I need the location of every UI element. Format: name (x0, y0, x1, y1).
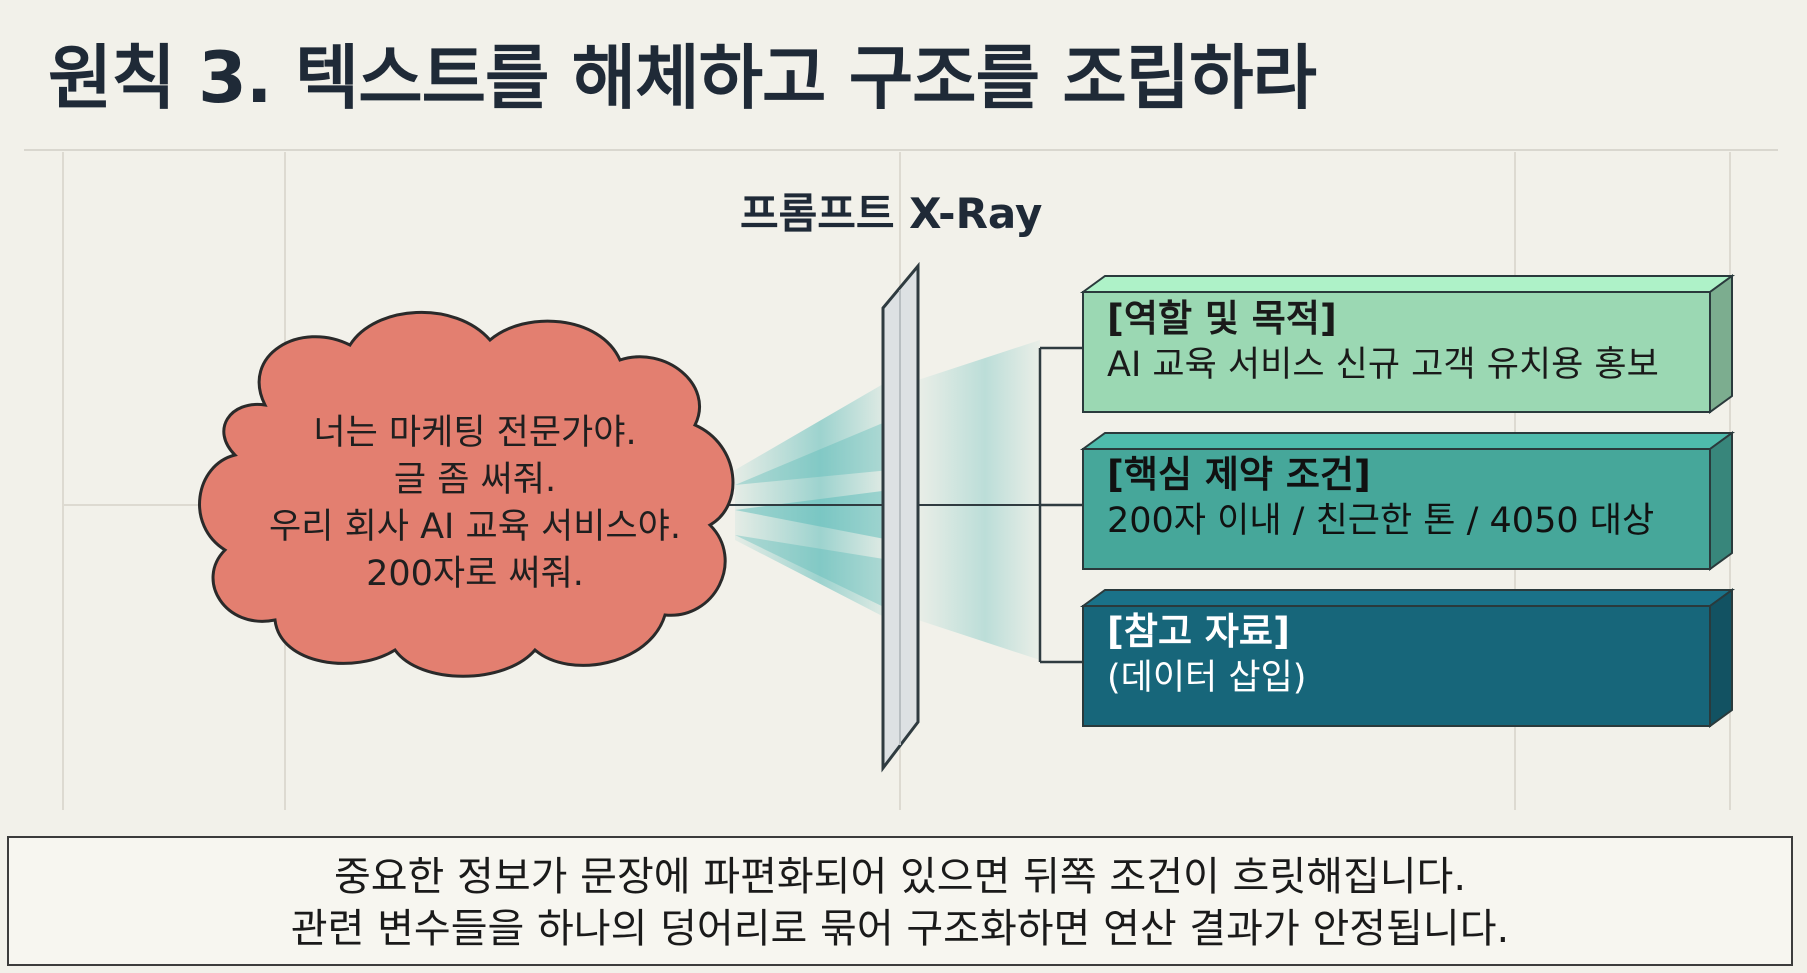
scan-beam (720, 340, 1083, 660)
slide-title: 원칙 3. 텍스트를 해체하고 구조를 조립하라 (48, 37, 1317, 119)
diagram-title: 프롬프트 X-Ray (740, 189, 1043, 238)
block-constraints: [핵심 제약 조건] 200자 이내 / 친근한 톤 / 4050 대상 (1107, 452, 1654, 544)
caption-line: 중요한 정보가 문장에 파편화되어 있으면 뒤쪽 조건이 흐릿해집니다. (333, 854, 1467, 900)
block-body: (데이터 삽입) (1107, 658, 1307, 698)
block-role-purpose: [역할 및 목적] AI 교육 서비스 신규 고객 유치용 홍보 (1107, 296, 1659, 388)
output-block (1079, 588, 1736, 728)
output-block (1079, 431, 1736, 571)
block-body: 200자 이내 / 친근한 톤 / 4050 대상 (1107, 501, 1655, 541)
block-side-face (1709, 431, 1733, 571)
cloud-line: 너는 마케팅 전문가야. (313, 413, 637, 453)
block-top-face (1079, 275, 1736, 293)
block-side-face (1709, 274, 1733, 414)
cloud-line: 우리 회사 AI 교육 서비스야. (269, 507, 681, 547)
input-cloud (198, 311, 735, 678)
cloud-line: 글 좀 써줘. (393, 460, 557, 500)
block-top-face (1079, 432, 1736, 450)
block-front-face (1082, 291, 1711, 413)
block-heading: [역할 및 목적] (1107, 297, 1337, 340)
xray-filter-panel (881, 261, 920, 773)
caption-line: 관련 변수들을 하나의 덩어리로 묶어 구조화하면 연산 결과가 안정됩니다. (290, 906, 1510, 952)
block-front-face (1082, 448, 1711, 570)
block-body: AI 교육 서비스 신규 고객 유치용 홍보 (1107, 345, 1659, 385)
block-heading: [참고 자료] (1107, 610, 1290, 653)
cloud-line: 200자로 써줘. (366, 554, 584, 594)
block-side-face (1709, 588, 1733, 728)
cloud-text: 너는 마케팅 전문가야. 글 좀 써줘. 우리 회사 AI 교육 서비스야. 2… (230, 410, 720, 598)
bracket-connector (1038, 346, 1083, 664)
block-heading: [핵심 제약 조건] (1107, 453, 1371, 496)
output-block (1079, 274, 1736, 414)
caption-box: 중요한 정보가 문장에 파편화되어 있으면 뒤쪽 조건이 흐릿해집니다. 관련 … (7, 836, 1793, 966)
block-top-face (1079, 589, 1736, 607)
title-divider (24, 149, 1778, 151)
block-front-face (1082, 605, 1711, 727)
block-reference: [참고 자료] (데이터 삽입) (1107, 609, 1306, 701)
